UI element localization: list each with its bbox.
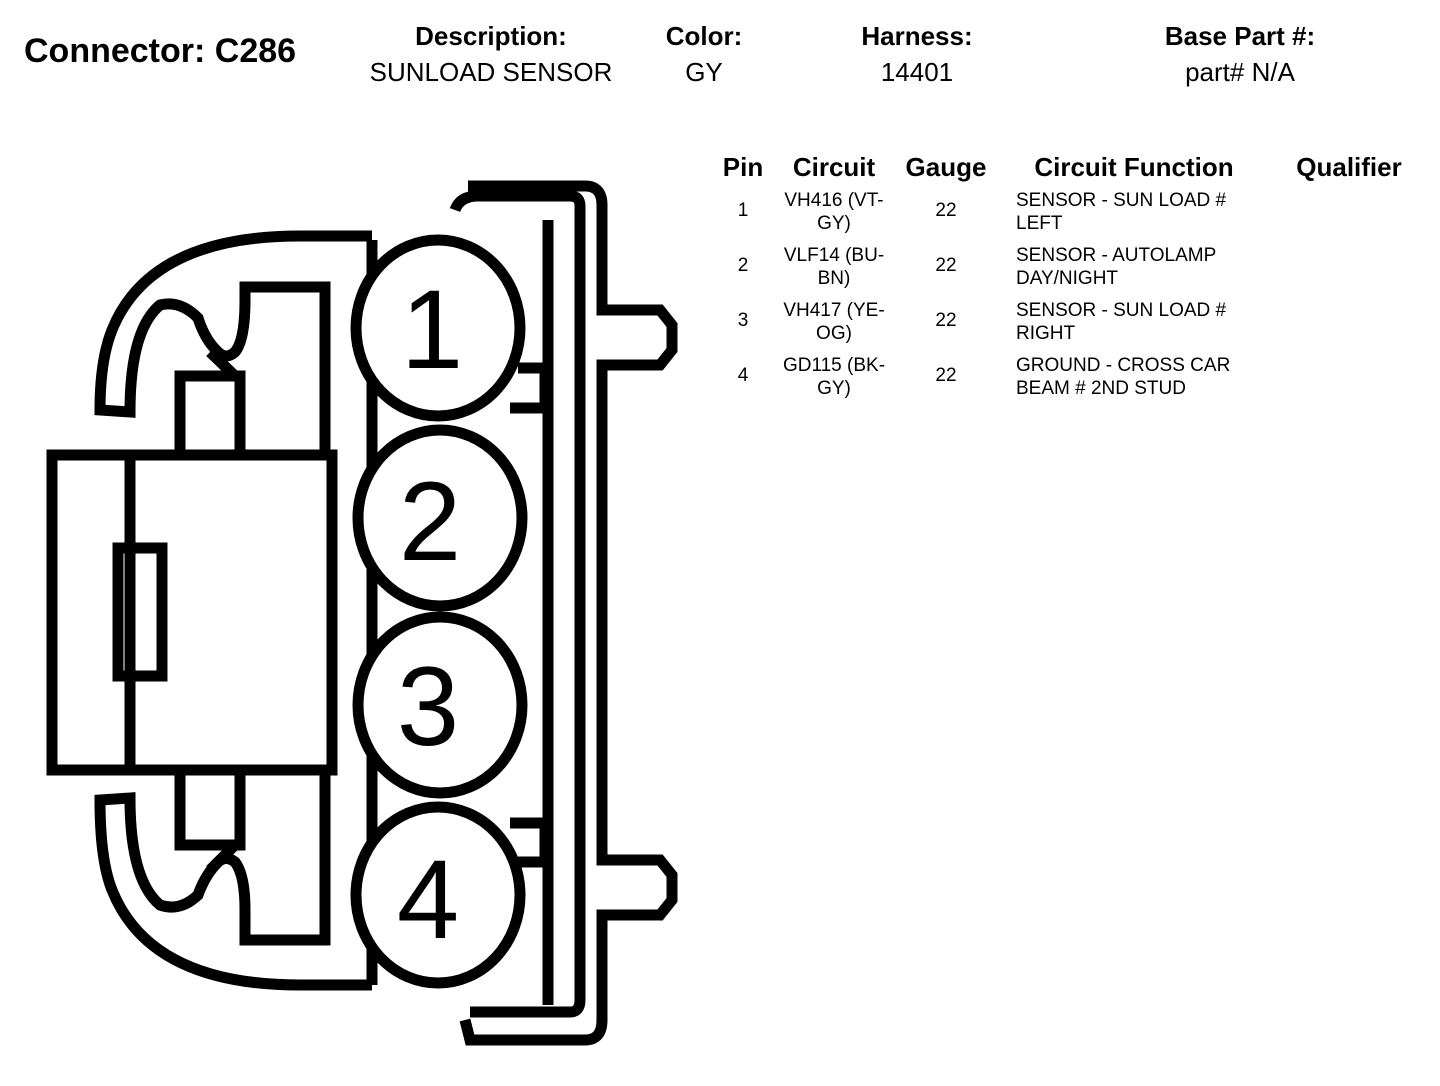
harness-value: 14401 <box>880 57 954 87</box>
base-part-label: Base Part #: <box>1164 21 1316 51</box>
pin-cavity-1 <box>350 234 526 422</box>
pin-cavity-2 <box>352 424 528 612</box>
pin-number: 3 <box>737 310 749 331</box>
pin-table: Pin Circuit Gauge Circuit Function Quali… <box>716 152 1424 409</box>
circuit-function: SENSOR - AUTOLAMP DAY/NIGHT <box>1016 245 1216 289</box>
connector-housing-outline <box>459 180 678 1046</box>
pin-label-2: 2 <box>399 459 461 584</box>
pin-number: 4 <box>737 365 749 386</box>
pin-label-3: 3 <box>397 644 459 769</box>
table-row: 3 VH417 (YE-OG) 22 SENSOR - SUN LOAD # R… <box>716 299 1424 354</box>
column-header-circuit: Circuit <box>792 152 876 182</box>
harness-field: Harness: 14401 <box>842 20 992 92</box>
description-field: Description: SUNLOAD SENSOR <box>360 20 622 92</box>
pin-cavity-4 <box>350 801 526 989</box>
description-label: Description: <box>415 21 567 51</box>
qualifier <box>1274 189 1424 244</box>
connector-key-slot <box>112 542 168 682</box>
pin-number: 2 <box>737 255 749 276</box>
base-part-value: part# N/A <box>1185 57 1295 87</box>
wire-gauge: 22 <box>935 365 957 386</box>
pin-cavities <box>350 234 528 989</box>
connector-center-block <box>46 449 338 776</box>
color-value: GY <box>685 57 723 87</box>
circuit-function: SENSOR - SUN LOAD # LEFT <box>1016 190 1227 234</box>
connector-face-diagram: 1 2 3 4 <box>46 180 678 1046</box>
harness-label: Harness: <box>861 21 973 51</box>
connector-housing-inner <box>449 190 586 1018</box>
pin-table-header: Pin Circuit Gauge Circuit Function Quali… <box>716 152 1424 189</box>
circuit-function: SENSOR - SUN LOAD # RIGHT <box>1016 300 1227 344</box>
pin-cavity-3 <box>352 611 528 799</box>
color-field: Color: GY <box>654 20 754 92</box>
connector-title: Connector: C286 <box>24 32 297 70</box>
qualifier <box>1274 354 1424 409</box>
description-value: SUNLOAD SENSOR <box>369 57 613 87</box>
connector-body-outline <box>94 230 372 452</box>
table-row: 1 VH416 (VT-GY) 22 SENSOR - SUN LOAD # L… <box>716 189 1424 244</box>
wire-gauge: 22 <box>935 255 957 276</box>
pin-number: 1 <box>737 200 749 221</box>
circuit-function: GROUND - CROSS CAR BEAM # 2ND STUD <box>1016 355 1231 399</box>
column-header-qualifier: Qualifier <box>1296 152 1402 182</box>
column-header-gauge: Gauge <box>905 152 987 182</box>
column-header-pin: Pin <box>722 152 764 182</box>
circuit-id: VH416 (VT-GY) <box>784 190 884 234</box>
circuit-id: VH417 (YE-OG) <box>783 300 885 344</box>
base-part-field: Base Part #: part# N/A <box>1140 20 1340 92</box>
wire-gauge: 22 <box>935 310 957 331</box>
column-header-circuit-function: Circuit Function <box>1034 152 1234 182</box>
circuit-id: GD115 (BK-GY) <box>782 355 886 399</box>
pin-label-1: 1 <box>401 267 463 392</box>
table-row: 4 GD115 (BK-GY) 22 GROUND - CROSS CAR BE… <box>716 354 1424 409</box>
table-row: 2 VLF14 (BU-BN) 22 SENSOR - AUTOLAMP DAY… <box>716 244 1424 299</box>
wire-gauge: 22 <box>935 200 957 221</box>
qualifier <box>1274 299 1424 354</box>
color-label: Color: <box>665 21 743 51</box>
circuit-id: VLF14 (BU-BN) <box>783 245 885 289</box>
pin-label-4: 4 <box>397 837 459 962</box>
qualifier <box>1274 244 1424 299</box>
